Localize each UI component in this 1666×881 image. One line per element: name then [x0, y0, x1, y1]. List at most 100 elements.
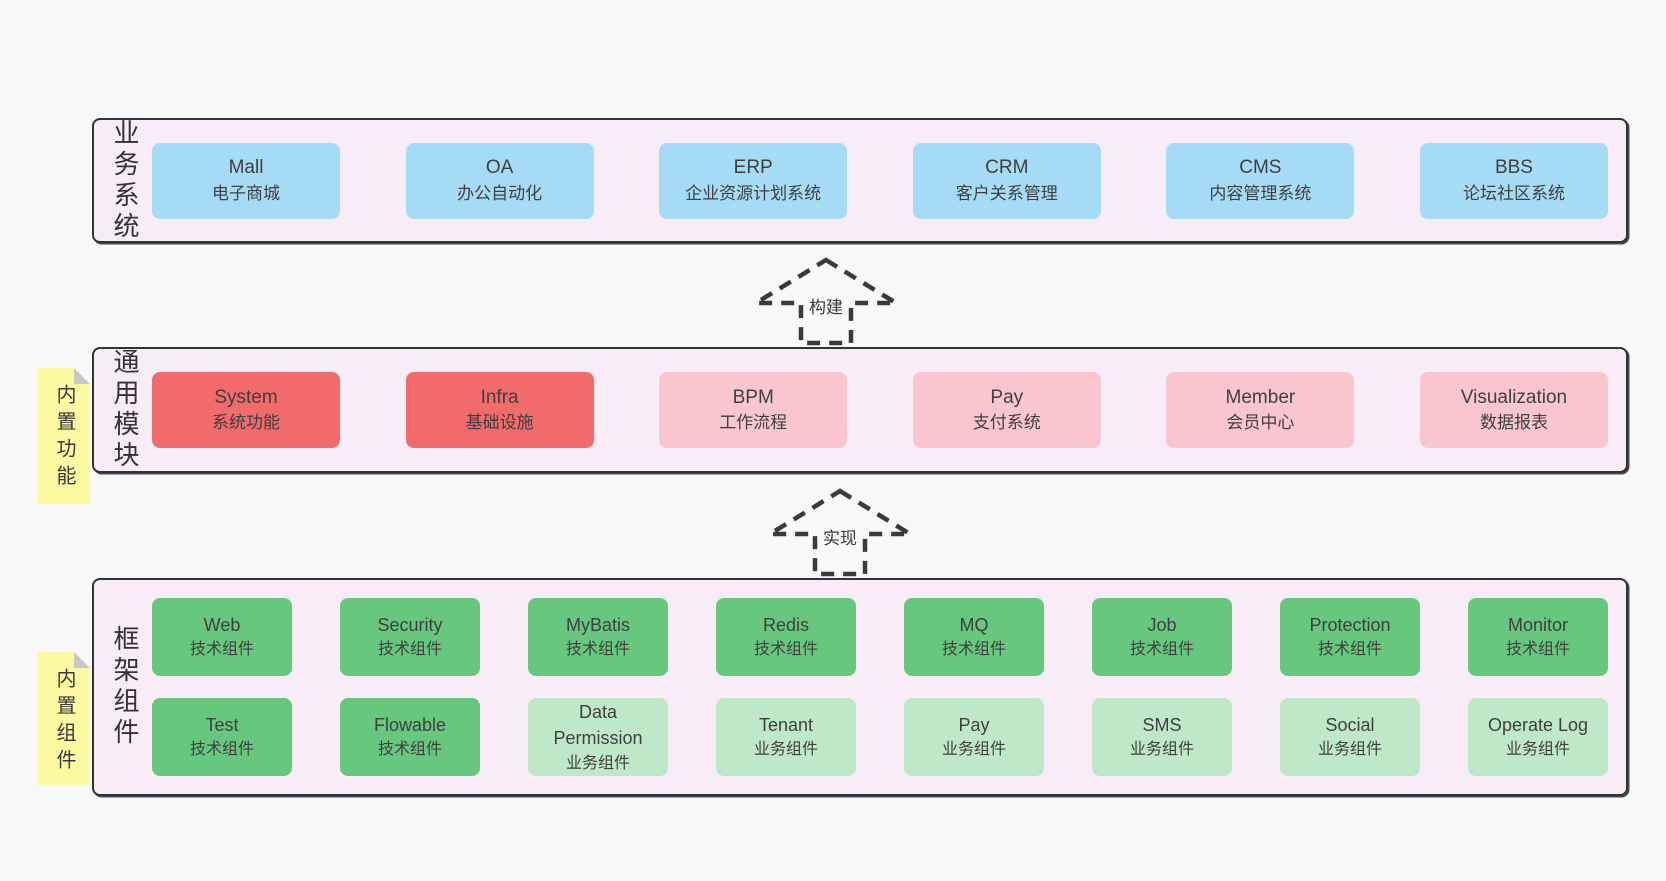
box-subtitle: 业务组件: [1129, 741, 1194, 759]
box-title: Data Permission: [553, 702, 643, 749]
box-title: Monitor: [1507, 615, 1569, 636]
box-title: ERP: [733, 157, 773, 179]
components-row-2: Test 技术组件 Flowable 技术组件 Data Permission …: [152, 698, 1608, 776]
sticky-built-in-components-label: 内置组件: [53, 668, 75, 776]
box-sms: SMS 业务组件: [1092, 698, 1232, 776]
box-title: Visualization: [1460, 386, 1568, 408]
box-subtitle: 技术组件: [941, 641, 1006, 659]
sticky-built-in-features-label: 内置功能: [53, 384, 75, 492]
business-boxes-row: Mall 电子商城 OA 办公自动化 ERP 企业资源计划系统 CRM 客户关系…: [152, 142, 1608, 219]
box-title: Web: [203, 615, 241, 636]
box-subtitle: 内容管理系统: [1209, 183, 1312, 203]
box-title: Pay: [958, 715, 990, 736]
box-job: Job 技术组件: [1092, 598, 1232, 676]
box-title: Job: [1147, 615, 1177, 636]
box-subtitle: 技术组件: [753, 641, 818, 659]
box-tenant: Tenant 业务组件: [716, 698, 856, 776]
box-protection: Protection 技术组件: [1280, 598, 1420, 676]
box-subtitle: 支付系统: [972, 413, 1041, 433]
sticky-built-in-components: 内置组件: [38, 652, 90, 786]
box-subtitle: 技术组件: [1129, 641, 1194, 659]
box-title: Infra: [480, 386, 519, 408]
box-test: Test 技术组件: [152, 698, 292, 776]
components-row-1: Web 技术组件 Security 技术组件 MyBatis 技术组件 Redi…: [152, 598, 1608, 676]
box-subtitle: 数据报表: [1479, 413, 1548, 433]
box-member: Member 会员中心: [1166, 372, 1355, 448]
panel-common-modules-label: 通用模块: [110, 348, 140, 472]
box-system: System 系统功能: [152, 372, 340, 448]
up-arrow-icon: [765, 488, 915, 577]
box-mybatis: MyBatis 技术组件: [528, 598, 668, 676]
box-oa: OA 办公自动化: [405, 142, 594, 219]
panel-framework-components: 框架组件 Web 技术组件 Security 技术组件 MyBatis 技术组件…: [92, 578, 1628, 796]
box-cms: CMS 内容管理系统: [1166, 142, 1355, 219]
box-mq: MQ 技术组件: [904, 598, 1044, 676]
box-subtitle: 业务组件: [1317, 741, 1382, 759]
box-web: Web 技术组件: [152, 598, 292, 676]
box-title: Social: [1325, 715, 1375, 736]
box-title: OA: [485, 157, 514, 179]
box-subtitle: 客户关系管理: [955, 183, 1058, 203]
box-subtitle: 系统功能: [212, 413, 280, 433]
panel-framework-components-label: 框架组件: [110, 625, 140, 749]
box-title: CRM: [985, 157, 1029, 179]
box-subtitle: 工作流程: [719, 413, 788, 433]
arrow-implement: 实现: [765, 486, 915, 578]
box-subtitle: 技术组件: [1505, 641, 1570, 659]
box-title: Operate Log: [1487, 715, 1589, 736]
box-title: Tenant: [758, 715, 814, 736]
arrow-implement-label: 实现: [820, 524, 860, 549]
arrow-build-label: 构建: [806, 293, 846, 318]
box-title: Member: [1225, 386, 1296, 408]
box-title: SMS: [1142, 715, 1182, 736]
box-title: MQ: [959, 615, 989, 636]
box-visualization: Visualization 数据报表: [1419, 372, 1608, 448]
modules-boxes-row: System 系统功能 Infra 基础设施 BPM 工作流程 Pay 支付系统…: [152, 372, 1608, 448]
box-title: MyBatis: [565, 615, 630, 636]
box-subtitle: 电子商城: [212, 183, 280, 203]
box-data-permission: Data Permission 业务组件: [528, 698, 668, 776]
box-pay-component: Pay 业务组件: [904, 698, 1044, 776]
box-subtitle: 技术组件: [189, 641, 254, 659]
box-subtitle: 企业资源计划系统: [685, 183, 822, 203]
box-mall: Mall 电子商城: [152, 142, 340, 219]
box-title: System: [214, 386, 278, 408]
box-bpm: BPM 工作流程: [659, 372, 848, 448]
box-flowable: Flowable 技术组件: [340, 698, 480, 776]
box-subtitle: 技术组件: [189, 741, 254, 759]
box-redis: Redis 技术组件: [716, 598, 856, 676]
box-title: BBS: [1494, 157, 1533, 179]
box-subtitle: 论坛社区系统: [1462, 183, 1565, 203]
box-title: Security: [377, 615, 443, 636]
panel-business-systems: 业务系统 Mall 电子商城 OA 办公自动化 ERP 企业资源计划系统 CRM…: [92, 118, 1628, 243]
arrow-build: 构建: [751, 255, 901, 347]
box-title: Flowable: [373, 715, 447, 736]
up-arrow-icon: [751, 257, 901, 346]
box-title: Mall: [228, 157, 264, 179]
sticky-built-in-features: 内置功能: [38, 368, 90, 504]
box-social: Social 业务组件: [1280, 698, 1420, 776]
box-subtitle: 会员中心: [1226, 413, 1295, 433]
box-subtitle: 技术组件: [377, 741, 442, 759]
box-subtitle: 业务组件: [565, 754, 630, 772]
box-title: Pay: [990, 386, 1024, 408]
components-rows: Web 技术组件 Security 技术组件 MyBatis 技术组件 Redi…: [152, 598, 1608, 776]
box-security: Security 技术组件: [340, 598, 480, 676]
box-pay-module: Pay 支付系统: [912, 372, 1101, 448]
box-subtitle: 业务组件: [941, 741, 1006, 759]
box-subtitle: 办公自动化: [457, 183, 543, 203]
box-subtitle: 业务组件: [753, 741, 818, 759]
box-operate-log: Operate Log 业务组件: [1468, 698, 1608, 776]
panel-common-modules: 通用模块 System 系统功能 Infra 基础设施 BPM 工作流程 Pay…: [92, 347, 1628, 473]
box-subtitle: 业务组件: [1505, 741, 1570, 759]
box-title: Test: [205, 715, 239, 736]
box-crm: CRM 客户关系管理: [912, 142, 1101, 219]
box-title: Protection: [1309, 615, 1391, 636]
box-bbs: BBS 论坛社区系统: [1419, 142, 1608, 219]
sticky-fold-icon: [74, 368, 90, 384]
box-monitor: Monitor 技术组件: [1468, 598, 1608, 676]
box-erp: ERP 企业资源计划系统: [659, 142, 848, 219]
box-title: BPM: [732, 386, 774, 408]
box-title: Redis: [762, 615, 810, 636]
